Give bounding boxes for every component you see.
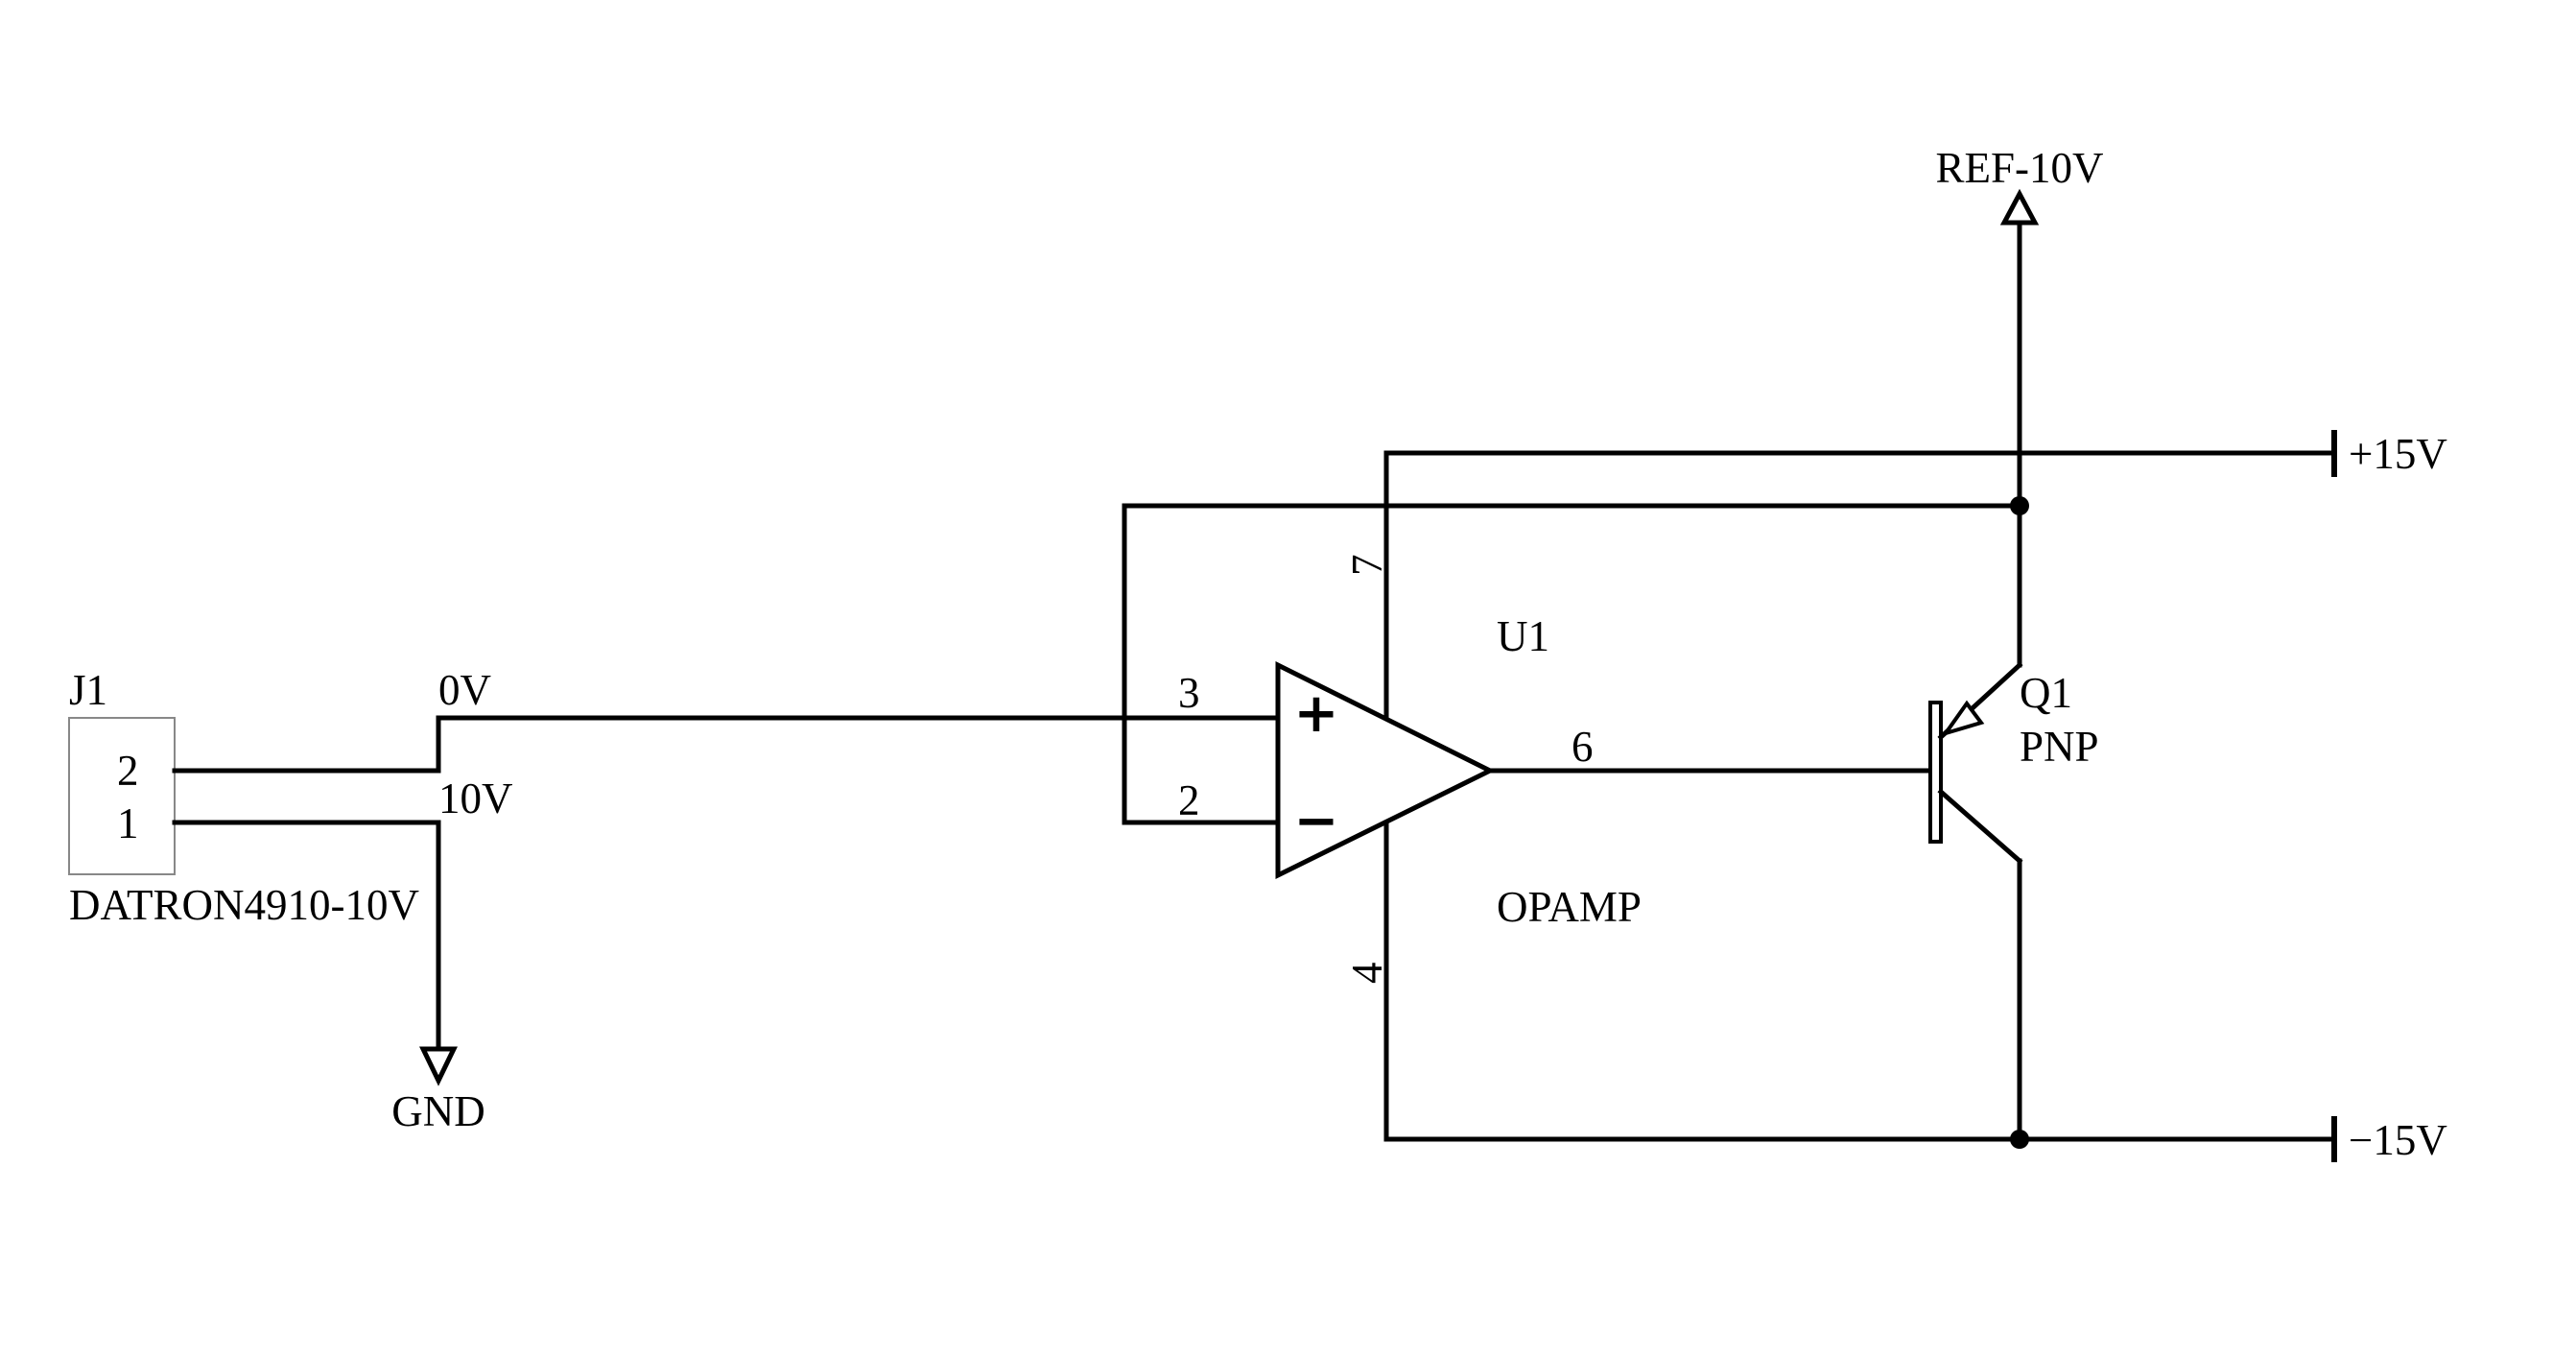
opamp-pin6-label: 6 xyxy=(1572,723,1594,771)
connector-j1-body[interactable] xyxy=(68,717,176,875)
wire-pin4-to-neg-supply[interactable] xyxy=(1383,820,2334,1142)
opamp-plus-sign: + xyxy=(1294,682,1339,745)
net-label-10v: 10V xyxy=(438,774,513,822)
net-label-ref-output: REF-10V xyxy=(1935,144,2103,192)
opamp-pin2-label: 2 xyxy=(1178,776,1200,824)
wire-pin1-to-gnd[interactable] xyxy=(172,820,441,1052)
net-label-0v: 0V xyxy=(438,666,491,714)
opamp-ref-label: U1 xyxy=(1497,612,1549,660)
opamp-pin4-label: 4 xyxy=(1343,963,1391,985)
opamp-pin3-label: 3 xyxy=(1178,669,1200,717)
connector-pin1-label: 1 xyxy=(117,799,139,847)
opamp-minus-sign: − xyxy=(1294,790,1339,852)
q1-value-label: PNP xyxy=(2020,723,2099,771)
gnd-arrow-icon xyxy=(419,1046,458,1086)
connector-pin2-label: 2 xyxy=(117,747,139,795)
junction-dot-feedback xyxy=(2010,496,2029,515)
wire-feedback-to-inverting[interactable] xyxy=(1122,503,2022,825)
net-label-pos-supply: +15V xyxy=(2349,430,2447,478)
q1-emitter-arrow-icon xyxy=(1941,700,1985,737)
q1-ref-label: Q1 xyxy=(2020,669,2072,717)
opamp-pin7-label: 7 xyxy=(1343,555,1391,577)
net-label-neg-supply: −15V xyxy=(2349,1116,2447,1164)
q1-collector-lead[interactable] xyxy=(1937,788,2023,865)
net-label-gnd: GND xyxy=(391,1087,485,1135)
wire-pin7-to-pos-supply[interactable] xyxy=(1383,450,2334,721)
junction-dot-neg-rail xyxy=(2010,1130,2029,1149)
q1-base-bar[interactable] xyxy=(1928,701,1943,844)
wire-pin2-to-0v[interactable] xyxy=(172,715,1281,774)
connector-value-label: DATRON4910-10V xyxy=(69,881,419,929)
opamp-value-label: OPAMP xyxy=(1497,883,1642,931)
connector-ref-label: J1 xyxy=(69,666,107,714)
ref-output-arrow-icon xyxy=(1999,188,2040,226)
